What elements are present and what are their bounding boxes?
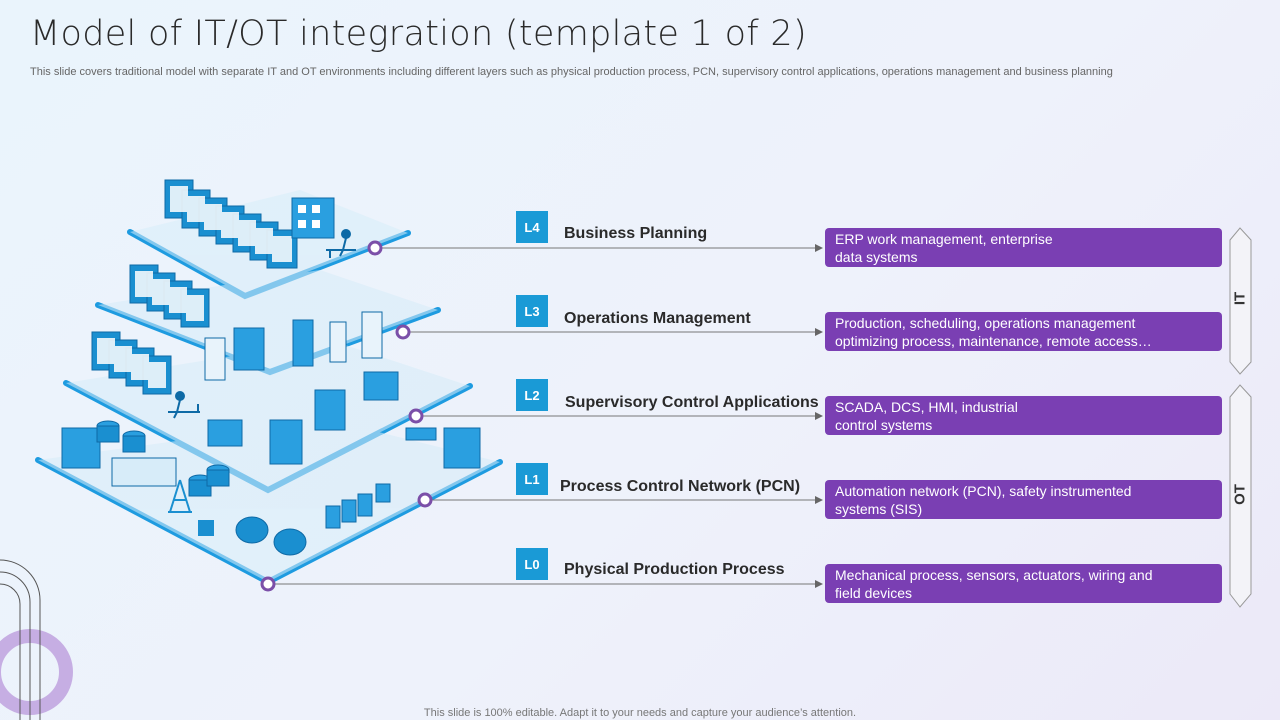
layer-name: Operations Management: [564, 310, 751, 327]
layer-badge: L0: [516, 548, 548, 580]
tower-icon: [168, 479, 192, 513]
server-cabinets-l3: [204, 311, 383, 381]
it-bracket: [1229, 227, 1252, 375]
layer-badge: L3: [516, 295, 548, 327]
page-title: Model of IT/OT integration (template 1 o…: [30, 14, 807, 54]
layer-badge: L1: [516, 463, 548, 495]
ot-bracket: [1229, 384, 1252, 608]
worker-icon-l4: [326, 229, 356, 258]
dot-l1: [417, 492, 433, 508]
field-equipment-l0: [61, 420, 437, 556]
layer-badge: L2: [516, 379, 548, 411]
ot-label: OT: [1231, 484, 1249, 505]
control-equipment-l2: [207, 371, 481, 469]
layer-name: Business Planning: [564, 225, 708, 242]
dot-l3: [395, 324, 411, 340]
layer-description: Mechanical process, sensors, actuators, …: [825, 564, 1222, 603]
footer-note: This slide is 100% editable. Adapt it to…: [423, 707, 857, 719]
dot-l2: [408, 408, 424, 424]
dot-l0: [260, 576, 276, 592]
layer-description: Production, scheduling, operations manag…: [825, 312, 1222, 351]
it-label: IT: [1231, 291, 1249, 306]
gear-icon: [198, 520, 214, 536]
layer-description: Automation network (PCN), safety instrum…: [825, 480, 1222, 519]
layer-name: Process Control Network (PCN): [560, 478, 801, 495]
dot-l4: [367, 240, 383, 256]
page-subtitle: This slide covers traditional model with…: [30, 66, 1113, 78]
layer-description: SCADA, DCS, HMI, industrial control syst…: [825, 396, 1222, 435]
worker-icon-l2: [168, 391, 200, 419]
layer-description: ERP work management, enterprise data sys…: [825, 228, 1222, 267]
layer-name: Physical Production Process: [564, 561, 785, 578]
layer-badge: L4: [516, 211, 548, 243]
layer-name: Supervisory Control Applications: [565, 394, 819, 411]
